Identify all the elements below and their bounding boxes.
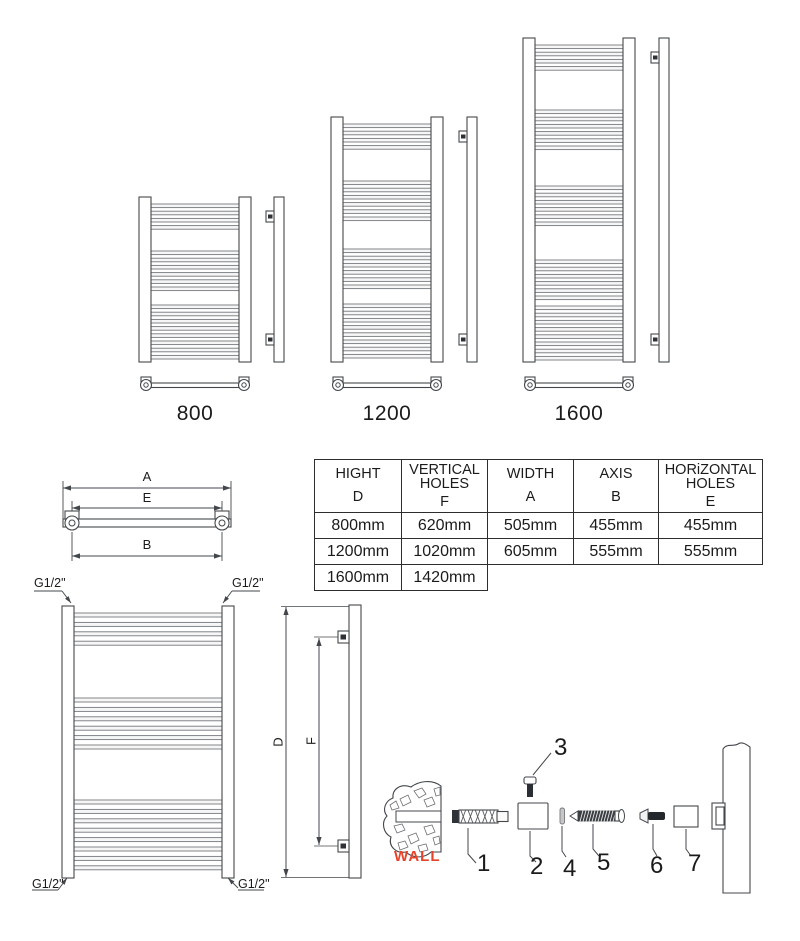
g12-leader-lines bbox=[32, 590, 264, 891]
cell: 555mm bbox=[658, 538, 763, 565]
table-row: 1600mm 1420mm bbox=[314, 564, 763, 591]
radiator-tube-profile bbox=[711, 742, 751, 894]
table-row: 1200mm 1020mm 605mm 555mm 555mm bbox=[314, 538, 763, 565]
part-2-bracket-block bbox=[517, 802, 549, 830]
part-number-1: 1 bbox=[477, 850, 491, 877]
radiator-1200-side bbox=[458, 116, 478, 363]
dimensions-table: HIGHT D VERTICAL HOLES F WIDTH A AXIS B … bbox=[314, 459, 763, 591]
connection-label-top-left: G1/2" bbox=[34, 576, 66, 590]
header-width: WIDTH A bbox=[487, 459, 574, 513]
part-6-bolt bbox=[639, 808, 665, 824]
header-title: HORiZONTAL HOLES bbox=[664, 461, 757, 493]
connection-label-bottom-right: G1/2" bbox=[238, 877, 270, 891]
header-height: HIGHT D bbox=[314, 459, 402, 513]
radiator-800-front bbox=[138, 196, 252, 363]
part-7-spacer-block bbox=[673, 805, 699, 828]
table-header-row: HIGHT D VERTICAL HOLES F WIDTH A AXIS B … bbox=[314, 459, 763, 513]
radiator-1600-front bbox=[522, 37, 636, 363]
connection-label-top-right: G1/2" bbox=[232, 576, 264, 590]
table-row: 800mm 620mm 505mm 455mm 455mm bbox=[314, 512, 763, 539]
header-letter: A bbox=[525, 488, 536, 505]
header-title: VERTICAL HOLES bbox=[409, 461, 480, 493]
dim-label-d: D bbox=[270, 737, 286, 747]
radiator-1600-topview bbox=[523, 376, 635, 392]
header-letter: E bbox=[705, 493, 716, 510]
header-axis: AXIS B bbox=[573, 459, 659, 513]
size-label-1600: 1600 bbox=[554, 402, 604, 425]
cell: 620mm bbox=[401, 512, 488, 539]
dim-label-b: B bbox=[142, 537, 152, 552]
radiator-1600-side bbox=[650, 37, 670, 363]
header-title: HIGHT bbox=[335, 466, 381, 483]
cell: 455mm bbox=[658, 512, 763, 539]
detail-side-view bbox=[337, 604, 362, 879]
header-letter: B bbox=[611, 488, 621, 505]
detail-dimension-lines bbox=[281, 606, 349, 878]
part-leader-lines bbox=[467, 752, 692, 864]
cell: 505mm bbox=[487, 512, 574, 539]
cell: 455mm bbox=[573, 512, 659, 539]
part-number-6: 6 bbox=[650, 852, 664, 879]
cell: 1420mm bbox=[401, 564, 488, 591]
dim-label-e: E bbox=[142, 490, 152, 505]
size-label-800: 800 bbox=[176, 402, 214, 425]
cell: 555mm bbox=[573, 538, 659, 565]
header-letter: F bbox=[440, 493, 449, 510]
dim-label-a: A bbox=[142, 469, 152, 484]
cell: 1020mm bbox=[401, 538, 488, 565]
part-number-2: 2 bbox=[530, 853, 544, 880]
radiator-800-topview bbox=[139, 376, 251, 392]
radiator-800-side bbox=[265, 196, 285, 363]
part-1-wall-plug bbox=[452, 809, 509, 824]
part-number-4: 4 bbox=[563, 855, 577, 882]
topview-dimension-diagram bbox=[62, 481, 232, 561]
header-title: AXIS bbox=[599, 466, 633, 483]
radiator-1200-front bbox=[330, 116, 444, 363]
detail-front-view bbox=[61, 605, 235, 879]
size-label-1200: 1200 bbox=[362, 402, 412, 425]
cell: 1600mm bbox=[314, 564, 402, 591]
part-number-7: 7 bbox=[688, 850, 702, 877]
part-3-grub-screw bbox=[523, 776, 537, 797]
wall-section bbox=[382, 781, 442, 858]
wall-label: WALL bbox=[394, 848, 441, 865]
cell: 800mm bbox=[314, 512, 402, 539]
radiator-1200-topview bbox=[331, 376, 443, 392]
part-number-5: 5 bbox=[597, 849, 611, 876]
part-5-screw bbox=[569, 809, 625, 823]
connection-label-bottom-left: G1/2" bbox=[32, 877, 64, 891]
header-title: WIDTH bbox=[506, 466, 555, 483]
part-4-pin bbox=[559, 807, 565, 825]
cell: 605mm bbox=[487, 538, 574, 565]
header-letter: D bbox=[352, 488, 364, 505]
header-horizontal-holes: HORiZONTAL HOLES E bbox=[658, 459, 763, 513]
dim-label-f: F bbox=[303, 737, 319, 745]
empty-cell bbox=[488, 565, 763, 591]
part-number-3: 3 bbox=[554, 734, 568, 761]
cell: 1200mm bbox=[314, 538, 402, 565]
header-vertical-holes: VERTICAL HOLES F bbox=[401, 459, 488, 513]
